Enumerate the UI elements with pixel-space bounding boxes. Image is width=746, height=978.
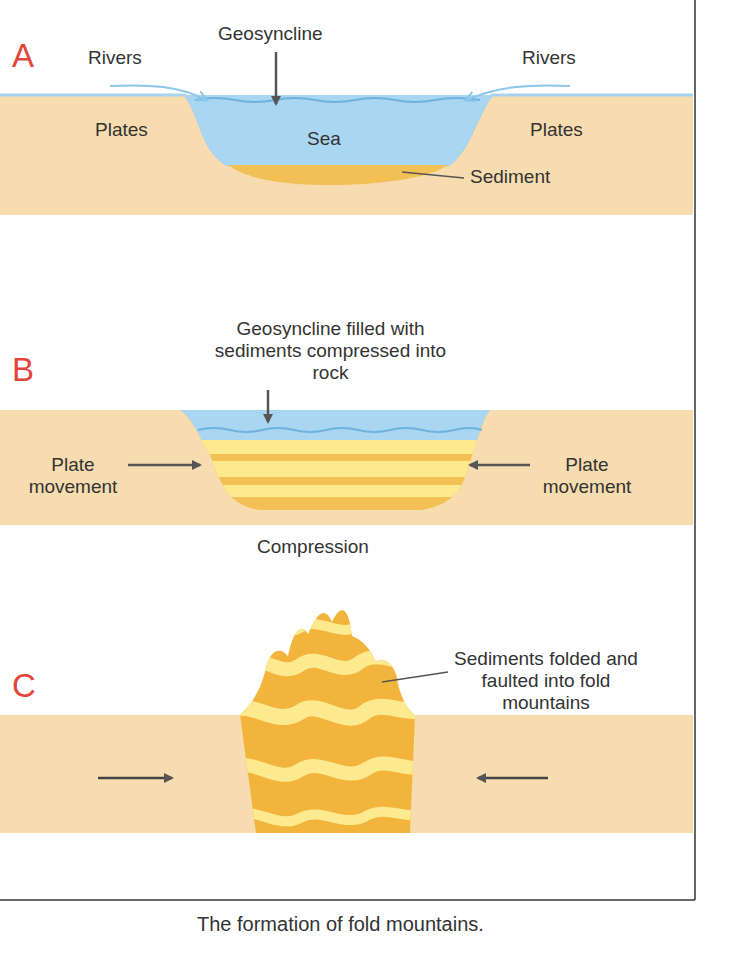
plate-label: Plates — [530, 119, 583, 141]
plate-movement-label: Plate movement — [532, 454, 642, 498]
geosyncline-note: Geosyncline filled with sediments compre… — [208, 318, 453, 384]
sediment-label: Sediment — [470, 166, 550, 188]
plate-label: Plates — [95, 119, 148, 141]
panel-b — [0, 390, 693, 535]
panel-c — [0, 590, 693, 840]
panel-a — [0, 52, 693, 215]
fold-mountain-note: Sediments folded and faulted into fold m… — [446, 648, 646, 714]
figure-caption: The formation of fold mountains. — [197, 913, 484, 935]
panel-letter: C — [12, 668, 36, 704]
plate-movement-label: Plate movement — [18, 454, 128, 498]
sea-label: Sea — [307, 128, 341, 150]
frame-line — [0, 899, 695, 901]
panel-letter: B — [12, 352, 34, 388]
river-label: Rivers — [88, 47, 142, 69]
panel-letter: A — [12, 38, 34, 74]
frame-line — [694, 0, 696, 900]
compression-label: Compression — [257, 536, 369, 558]
geosyncline-label: Geosyncline — [218, 23, 323, 45]
river-label: Rivers — [522, 47, 576, 69]
